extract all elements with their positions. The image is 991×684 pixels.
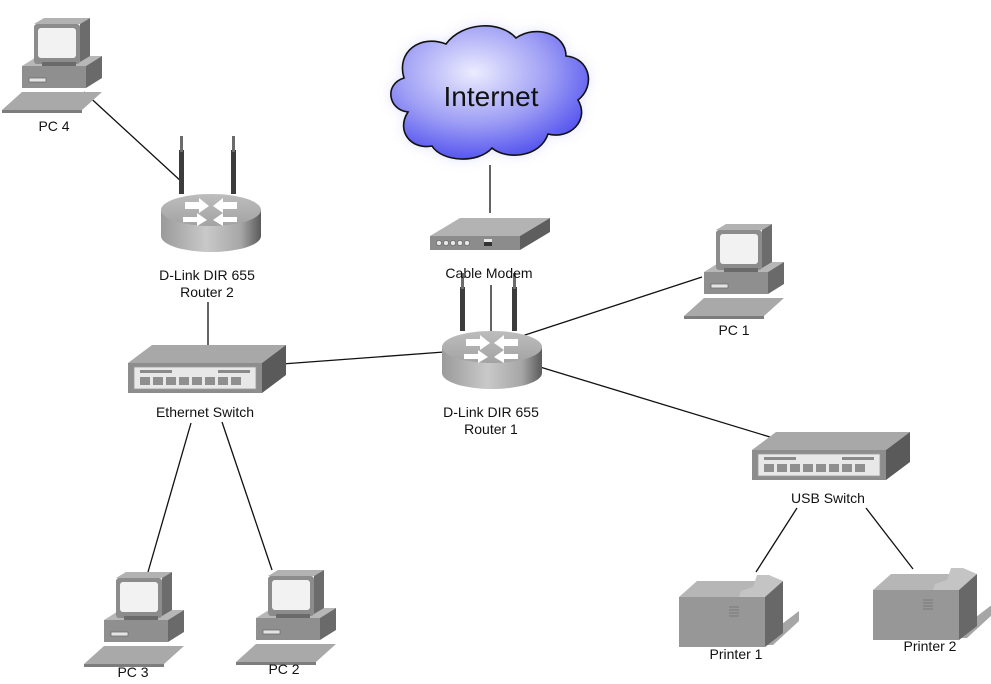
link-usb-switch-printer2: [865, 507, 914, 570]
link-ethernet-switch-pc3: [147, 422, 192, 573]
internet-cloud-icon: [390, 25, 590, 160]
pc2-icon: [235, 569, 337, 666]
router2-icon: [161, 136, 261, 252]
router1-label-line2: Router 1: [464, 421, 518, 437]
ethernet-switch-label: Ethernet Switch: [155, 404, 255, 420]
printer2-icon: [872, 567, 991, 641]
printer1-icon: [678, 574, 800, 648]
usb-switch-label: USB Switch: [791, 490, 865, 506]
ethernet-switch-icon: [127, 344, 287, 394]
usb-switch-icon: [751, 431, 911, 481]
router2-label-line1: D-Link DIR 655: [159, 267, 255, 283]
link-router1-pc1: [521, 276, 703, 337]
router2-label-line2: Router 2: [180, 284, 234, 300]
pc2-label: PC 2: [268, 661, 300, 677]
router1-label-line1: D-Link DIR 655: [443, 404, 539, 420]
cable-modem-label: Cable Modem: [445, 265, 533, 281]
pc4-label: PC 4: [38, 118, 70, 134]
link-router1-ethernet-switch: [281, 351, 445, 365]
link-ethernet-switch-pc2: [221, 421, 273, 571]
internet-label: Internet: [443, 81, 539, 112]
link-usb-switch-printer1: [755, 507, 798, 573]
pc4-icon: [1, 17, 103, 114]
pc3-label: PC 3: [117, 664, 149, 680]
pc1-label: PC 1: [718, 322, 750, 338]
pc3-icon: [83, 571, 185, 668]
printer1-label: Printer 1: [709, 646, 763, 662]
router1-icon: [442, 273, 542, 389]
printer2-label: Printer 2: [903, 638, 957, 654]
link-router2-pc4: [83, 91, 184, 184]
pc1-icon: [683, 223, 785, 320]
link-router1-usb-switch: [539, 366, 771, 438]
cable-modem-icon: [429, 217, 551, 251]
